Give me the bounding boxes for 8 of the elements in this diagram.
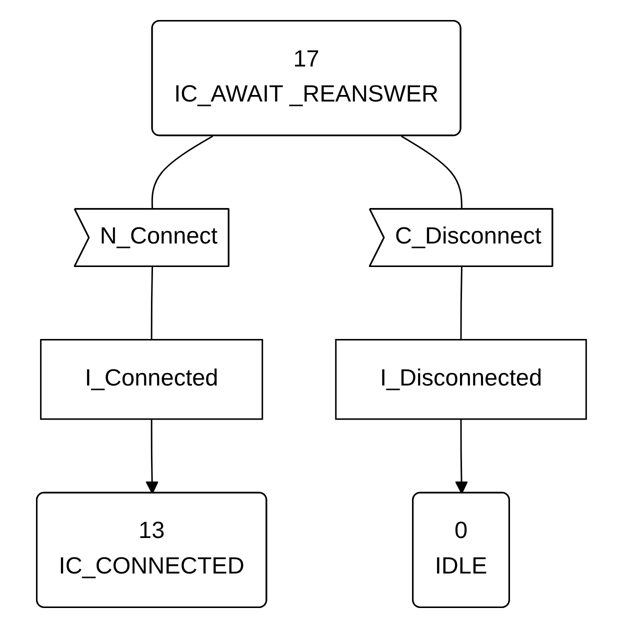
node-box: I_Disconnected	[334, 338, 586, 420]
arrow	[145, 418, 158, 494]
node-box: I_Connected	[40, 338, 263, 420]
connector	[150, 135, 213, 210]
arrow	[454, 418, 468, 494]
connector	[400, 135, 462, 210]
connector	[460, 266, 462, 340]
connector	[150, 266, 153, 340]
